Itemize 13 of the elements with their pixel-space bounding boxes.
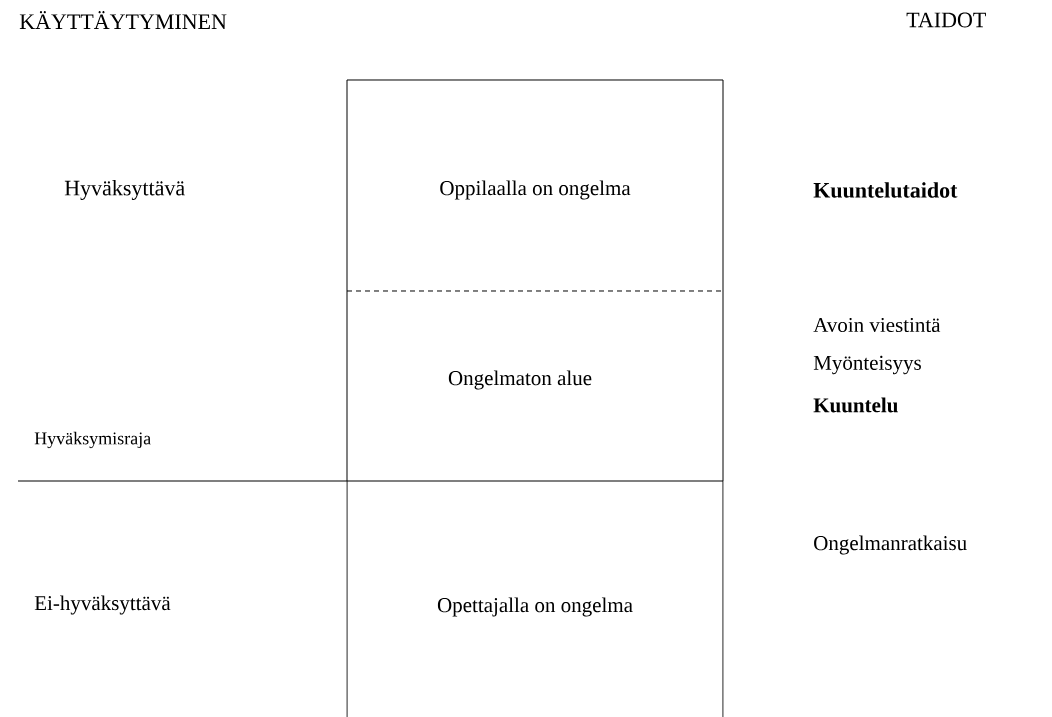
- label: Ei-hyväksyttävä: [34, 595, 171, 615]
- matrix-band: Opettajalla on ongelma: [346, 480, 724, 717]
- label: KÄYTTÄYTYMINEN: [19, 11, 227, 29]
- label: TAIDOT: [906, 12, 986, 28]
- label: Avoin viestintä: [813, 317, 941, 333]
- label: Ongelmanratkaisu: [814, 535, 967, 555]
- label: Hyväksyttävä: [64, 180, 185, 200]
- label: Kuuntelu: [813, 397, 898, 413]
- matrix-band: Oppilaalla on ongelma: [346, 79, 724, 292]
- label: Myönteisyys: [813, 355, 921, 375]
- label: Kuuntelutaidot: [813, 182, 958, 198]
- matrix-band: Ongelmaton alue: [346, 290, 724, 482]
- label: Hyväksymisraja: [34, 431, 151, 449]
